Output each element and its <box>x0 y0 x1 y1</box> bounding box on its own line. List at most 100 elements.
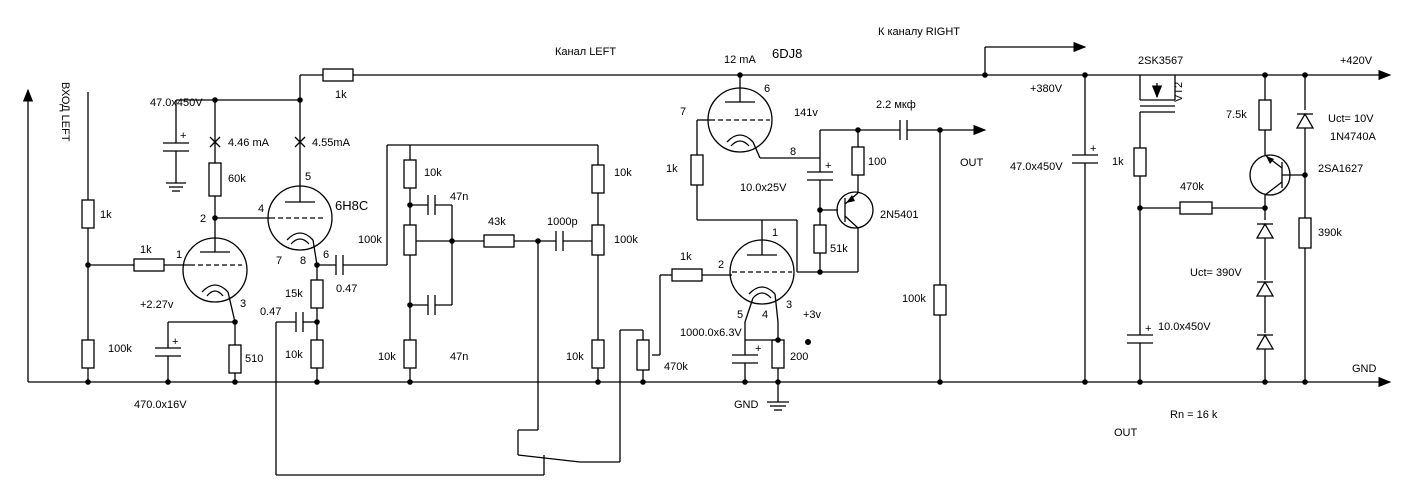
value-r-in-shunt: 100k <box>108 343 132 355</box>
resistor-cathode2a <box>310 279 324 309</box>
tube1-left <box>182 218 248 323</box>
pin-6: 6 <box>323 249 329 261</box>
svg-text:+: + <box>180 130 186 142</box>
label-v380: +380V <box>1030 83 1063 95</box>
svg-text:+: + <box>172 336 178 348</box>
value-r-k2a: 15k <box>285 288 303 300</box>
value-c-q: 10.0x25V <box>740 182 787 194</box>
resistor-plate1 <box>208 162 222 197</box>
label-uct-z: Uct= 10V <box>1328 113 1374 125</box>
label-q1: 2N5401 <box>880 209 919 221</box>
value-r-tone-bot-r: 10k <box>566 351 584 363</box>
value-r-reg4: 390k <box>1318 227 1342 239</box>
value-r-reg3: 7.5k <box>1226 109 1247 121</box>
ground-bus <box>22 88 1392 388</box>
pin-q7: 7 <box>680 106 686 118</box>
svg-text:+: + <box>755 343 761 355</box>
label-to-right: К каналу RIGHT <box>878 26 960 38</box>
value-c-tone2: 47n <box>450 351 468 363</box>
label-gnd-bottom: GND <box>734 399 759 411</box>
resistor-input-shunt <box>81 339 95 369</box>
resistor-cathode2b <box>310 339 324 369</box>
value-r-tone-top-r: 10k <box>614 167 632 179</box>
label-tube2: 6DJ8 <box>772 46 802 61</box>
pin-2: 2 <box>200 213 206 225</box>
label-zener: 1N4740A <box>1330 131 1377 143</box>
label-uct-stack: Uct= 390V <box>1190 267 1242 279</box>
tone-stack <box>403 145 605 463</box>
pin-8: 8 <box>300 255 306 267</box>
transistor-2n5401: + <box>807 130 874 275</box>
label-vt2-type: 2SK3567 <box>1138 55 1183 67</box>
value-c-fb: 0.47 <box>260 306 281 318</box>
value-c-k1: 470.0x16V <box>134 399 187 411</box>
pin-q2: 2 <box>718 259 724 271</box>
value-r-tone-top-l: 10k <box>424 167 442 179</box>
resistor-input <box>81 199 95 229</box>
value-r-k3: 200 <box>790 351 808 363</box>
value-r-vol: 470k <box>664 361 688 373</box>
value-r-plate1: 60k <box>228 173 246 185</box>
label-v420: +420V <box>1340 55 1373 67</box>
value-i2: 4.55mA <box>312 137 351 149</box>
pin-q1: 1 <box>772 227 778 239</box>
label-out-main: OUT <box>960 157 984 169</box>
svg-text:+: + <box>1145 323 1151 335</box>
pin-q4: 4 <box>762 309 768 321</box>
pin-q6: 6 <box>764 83 770 95</box>
value-c-couple1: 0.47 <box>336 283 357 295</box>
value-r-grid1: 1k <box>140 244 152 256</box>
pin-q8: 8 <box>790 146 796 158</box>
value-r-in: 1k <box>100 209 112 221</box>
tube2-upper <box>707 87 773 159</box>
label-vt2: VT2 <box>1173 82 1185 102</box>
value-c-psu1: 47.0x450V <box>1010 161 1063 173</box>
svg-text:+: + <box>1090 143 1096 155</box>
value-r-grid3: 1k <box>680 251 692 263</box>
resistor-supply1 <box>322 68 354 82</box>
value-r-tone-pot: 100k <box>614 234 638 246</box>
label-tube1: 6H8C <box>335 198 368 213</box>
label-input: ВХОД LEFT <box>59 82 71 142</box>
value-v-k1: +2.27v <box>140 299 174 311</box>
tube2-lower <box>729 220 795 323</box>
pin-q3: 3 <box>786 299 792 311</box>
resistor-grid1 <box>133 258 165 272</box>
label-load: Rn = 16 k <box>1170 409 1218 421</box>
tube1-right <box>267 185 333 266</box>
pin-7: 7 <box>276 255 282 267</box>
pin-1: 1 <box>176 249 182 261</box>
label-out-lower: OUT <box>1114 427 1138 439</box>
value-i1: 4.46 mA <box>228 137 270 149</box>
value-v-plate3: 141v <box>794 107 818 119</box>
value-r-reg1: 1k <box>1112 156 1124 168</box>
value-r-tone-bot-l: 10k <box>378 351 396 363</box>
value-c-psu2: 10.0x450V <box>1158 321 1211 333</box>
value-v-k3: +3v <box>803 309 822 321</box>
resistor-cathode1 <box>228 344 242 374</box>
value-r-grid-leak: 100k <box>358 234 382 246</box>
label-gnd: GND <box>1352 363 1377 375</box>
label-tube2-current: 12 mA <box>724 54 756 66</box>
value-c-decoup: 47.0x450V <box>150 97 203 109</box>
pin-q5: 5 <box>737 309 743 321</box>
label-q3: 2SA1627 <box>1318 163 1363 175</box>
pin-3: 3 <box>240 298 246 310</box>
value-r-k1: 510 <box>245 353 263 365</box>
pin-4: 4 <box>258 203 264 215</box>
value-r-k2b: 10k <box>285 349 303 361</box>
value-r-reg2: 470k <box>1180 181 1204 193</box>
value-r-q-e: 100 <box>868 156 886 168</box>
value-r-supply: 1k <box>335 89 347 101</box>
value-c-k3: 1000.0x6.3V <box>680 327 742 339</box>
value-c-tone3: 1000p <box>547 216 578 228</box>
value-r-plate3: 1k <box>666 163 678 175</box>
value-c-tone1: 47n <box>450 191 468 203</box>
pin-5: 5 <box>305 171 311 183</box>
value-r-q-base: 51k <box>830 243 848 255</box>
value-r-tone-mid: 43k <box>488 216 506 228</box>
input-section <box>81 92 190 382</box>
power-supply: + + <box>1072 69 1392 382</box>
value-c-out: 2.2 мкф <box>876 99 916 111</box>
